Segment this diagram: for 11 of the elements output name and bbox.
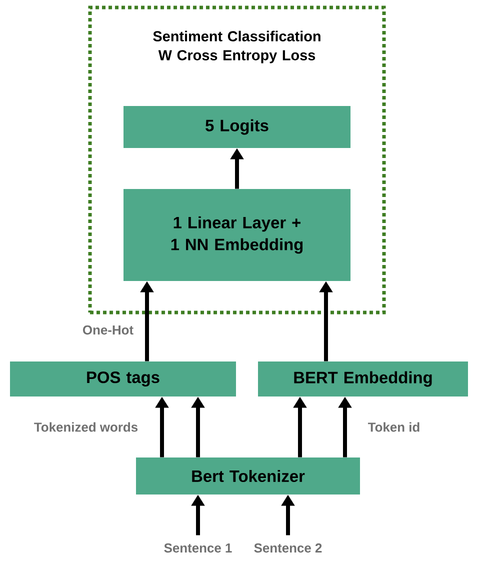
process-box: 1 Linear Layer + 1 NN Embedding [124,189,350,281]
edge-label: Token id [366,421,422,433]
edge-label: One-Hot [81,324,135,336]
frame-title: Sentiment Classification W Cross Entropy Loss [153,30,320,64]
process-box: Bert Tokenizer [136,458,360,494]
input-label: Sentence 2 [254,543,322,553]
process-box: BERT Embedding [258,362,468,396]
edge-label: Tokenized words [32,421,140,433]
process-box: 5 Logits [124,106,350,148]
process-box: POS tags [10,362,236,396]
input-label: Sentence 1 [164,543,232,553]
